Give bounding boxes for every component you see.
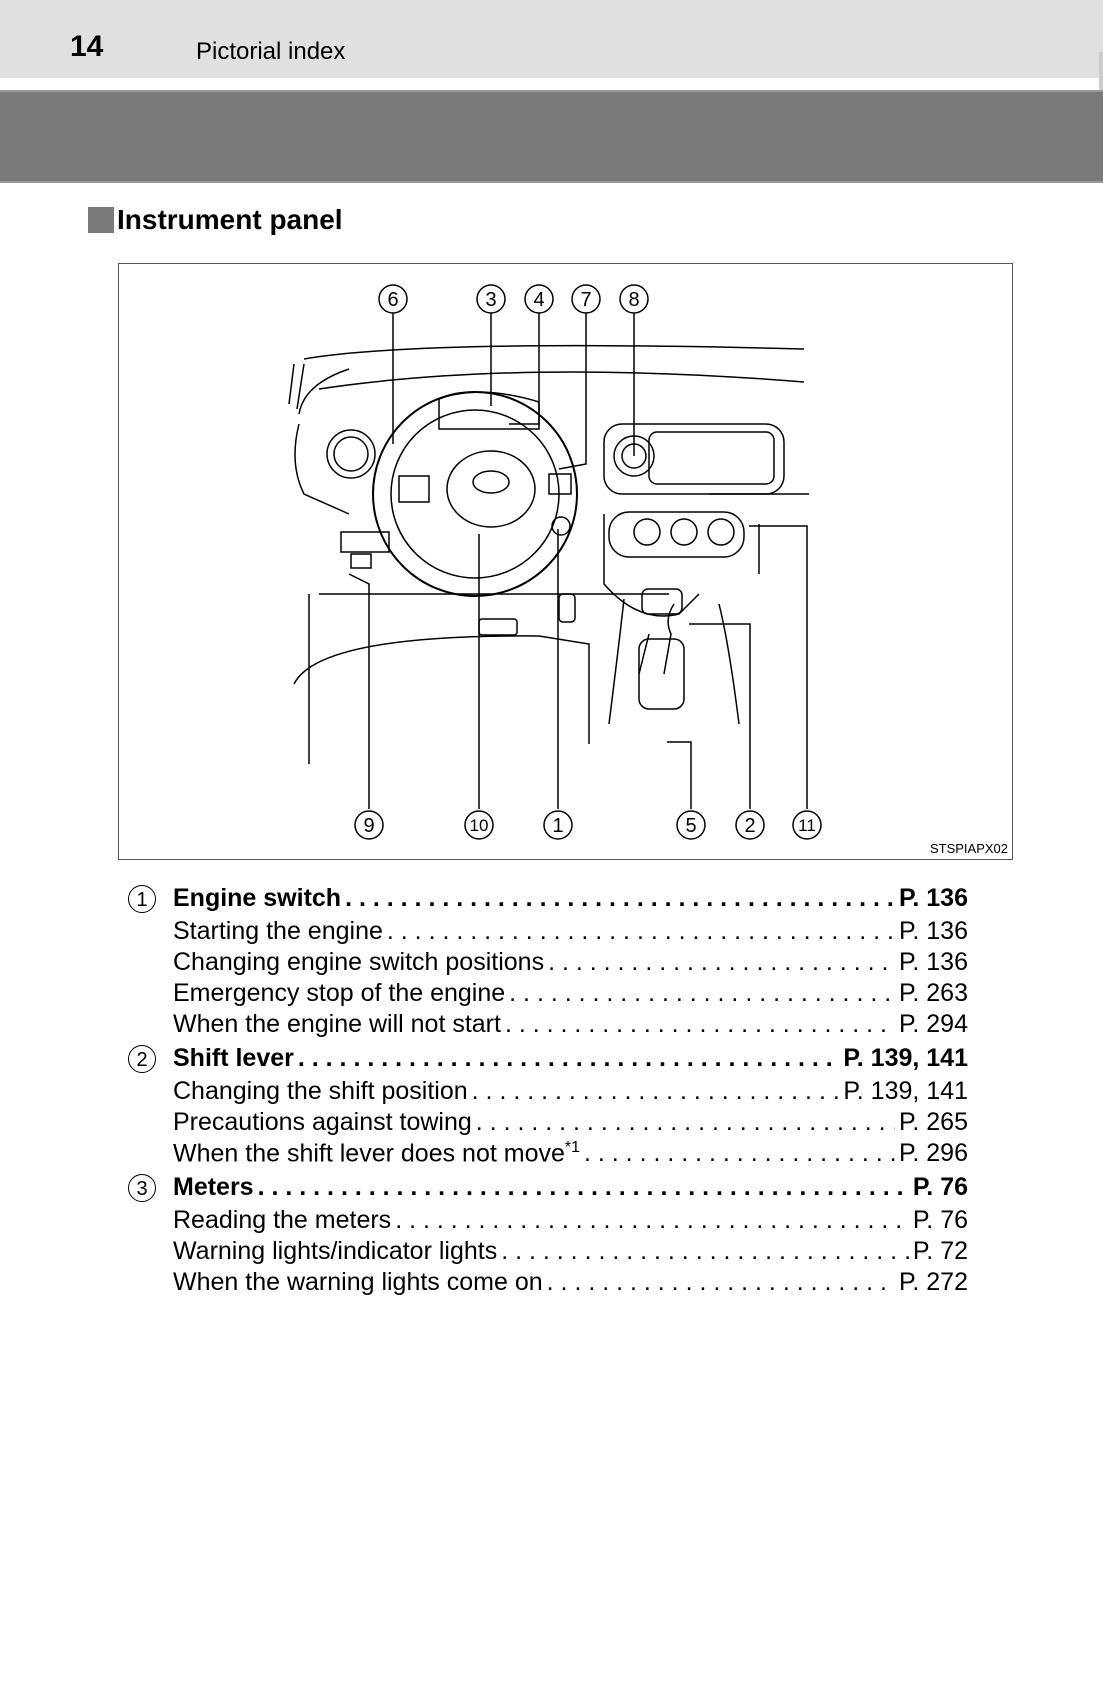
entry-title: Shift lever xyxy=(173,1044,294,1072)
svg-text:9: 9 xyxy=(363,815,374,837)
sub-entry-page-link[interactable]: P. 294 xyxy=(898,1010,968,1038)
sub-entry-label: Changing engine switch positions xyxy=(173,948,545,976)
sub-entry-page-link[interactable]: P. 72 xyxy=(912,1237,968,1265)
svg-text:2: 2 xyxy=(744,815,755,837)
sub-entry-label: Warning lights/indicator lights xyxy=(173,1237,498,1265)
callouts: 6 3 4 7 8 9 10 1 5 2 11 xyxy=(354,284,822,840)
instrument-panel-figure: 6 3 4 7 8 9 10 1 5 2 11 STSPIAPX02 xyxy=(118,263,1013,860)
entry-meters: 3 Meters P. 76 Reading the meters P. 76 War… xyxy=(128,1173,968,1299)
heading-square-icon xyxy=(88,207,114,233)
figure-code: STSPIAPX02 xyxy=(929,841,1008,856)
svg-text:11: 11 xyxy=(798,816,816,835)
sub-entry-page-link[interactable]: P. 265 xyxy=(898,1108,968,1136)
svg-text:7: 7 xyxy=(580,289,591,311)
sub-entry-label: When the shift lever does not move xyxy=(173,1139,565,1168)
sub-entry-page-link[interactable]: P. 139, 141 xyxy=(843,1077,968,1105)
chapter-band xyxy=(0,90,1103,183)
sub-entry-label: Starting the engine xyxy=(173,917,383,945)
callout-2: 2 xyxy=(735,810,765,840)
svg-text:4: 4 xyxy=(533,289,544,311)
sub-entry-label: Reading the meters xyxy=(173,1206,392,1234)
entry-page-link[interactable]: P. 139, 141 xyxy=(843,1044,968,1072)
callout-9: 9 xyxy=(354,810,384,840)
entry-shift-lever: 2 Shift lever P. 139, 141 Changing the shi… xyxy=(128,1044,968,1170)
sub-entry-label: Changing the shift position xyxy=(173,1077,468,1105)
sub-entry-label: When the engine will not start xyxy=(173,1010,501,1038)
sub-entry-page-link[interactable]: P. 263 xyxy=(898,979,968,1007)
svg-text:10: 10 xyxy=(470,816,489,835)
callout-6: 6 xyxy=(378,284,408,314)
page-number: 14 xyxy=(70,30,104,63)
entry-page-link[interactable]: P. 136 xyxy=(898,884,968,912)
sub-entry-page-link[interactable]: P. 136 xyxy=(898,917,968,945)
entry-engine-switch: 1 Engine switch P. 136 Starting the engine… xyxy=(128,884,968,1041)
footnote-mark: *1 xyxy=(564,1139,580,1156)
entry-number: 3 xyxy=(128,1174,156,1202)
heading: Instrument panel xyxy=(88,204,343,236)
svg-text:8: 8 xyxy=(628,289,639,311)
sub-entry-page-link[interactable]: P. 296 xyxy=(898,1139,968,1168)
svg-text:1: 1 xyxy=(552,815,563,837)
entry-title: Engine switch xyxy=(173,884,342,912)
callout-4: 4 xyxy=(524,284,554,314)
callout-10: 10 xyxy=(464,810,494,840)
callout-5: 5 xyxy=(676,810,706,840)
heading-text: Instrument panel xyxy=(117,204,343,235)
callout-1: 1 xyxy=(543,810,573,840)
sub-entry-label: Precautions against towing xyxy=(173,1108,472,1136)
index-list: 1 Engine switch P. 136 Starting the engine… xyxy=(128,884,968,1302)
entry-number: 2 xyxy=(128,1045,156,1073)
sub-entry-page-link[interactable]: P. 136 xyxy=(898,948,968,976)
callout-3: 3 xyxy=(476,284,506,314)
callout-8: 8 xyxy=(619,284,649,314)
svg-text:5: 5 xyxy=(685,815,696,837)
sub-entry-label: When the warning lights come on xyxy=(173,1268,543,1296)
sub-entry-page-link[interactable]: P. 76 xyxy=(912,1206,968,1234)
entry-title: Meters xyxy=(173,1173,254,1201)
entry-number: 1 xyxy=(128,885,156,913)
dashboard-illustration xyxy=(288,312,809,809)
callout-7: 7 xyxy=(571,284,601,314)
svg-text:6: 6 xyxy=(387,289,398,311)
sub-entry-label: Emergency stop of the engine xyxy=(173,979,506,1007)
callout-11: 11 xyxy=(792,810,822,840)
svg-text:3: 3 xyxy=(485,289,496,311)
page-header: 14 Pictorial index xyxy=(0,0,1103,78)
section-title: Pictorial index xyxy=(196,38,346,65)
sub-entry-page-link[interactable]: P. 272 xyxy=(898,1268,968,1296)
entry-page-link[interactable]: P. 76 xyxy=(912,1173,968,1201)
